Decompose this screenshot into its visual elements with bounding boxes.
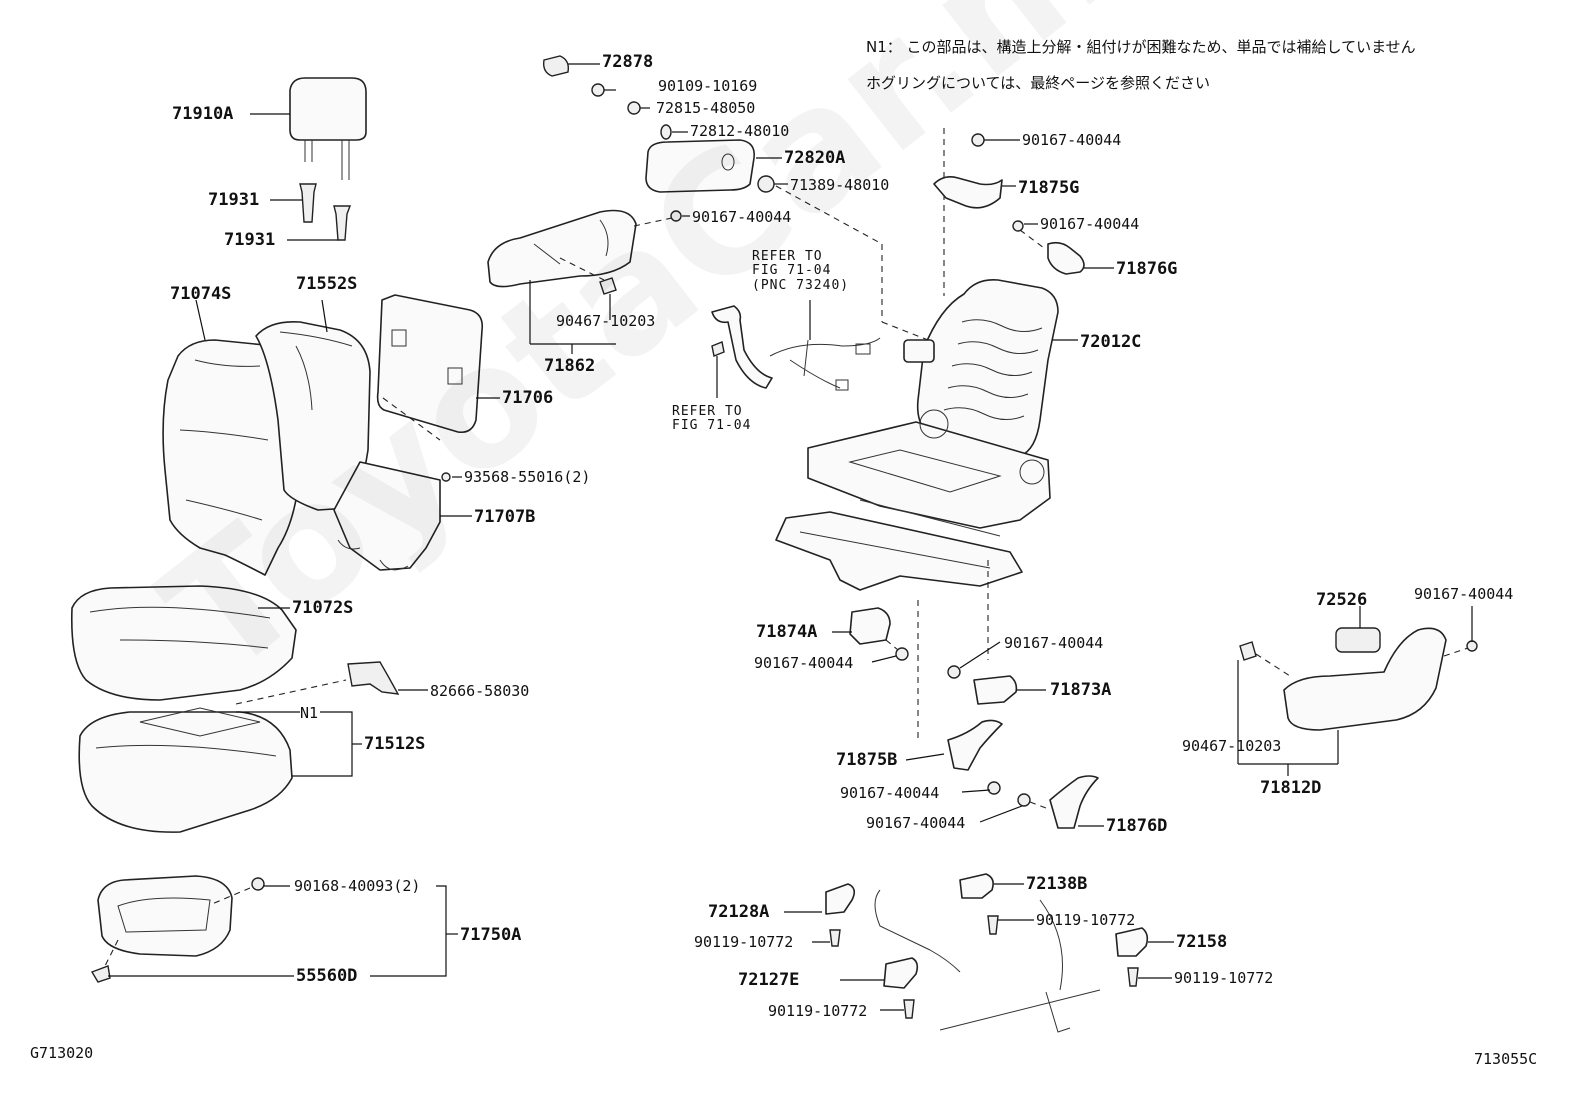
refer-line: FIG 71-04 xyxy=(752,263,832,279)
part-label-90167-40044[interactable]: 90167-40044 xyxy=(1040,215,1140,233)
under-seat-tray xyxy=(97,875,233,957)
cushion-cover xyxy=(70,585,297,701)
part-label-71876G[interactable]: 71876G xyxy=(1116,259,1178,279)
part-label-72878[interactable]: 72878 xyxy=(602,52,654,72)
part-label-72127E[interactable]: 72127E xyxy=(738,970,800,990)
refer-fig-71-04-pnc: REFER TO FIG 71-04 (PNC 73240) xyxy=(752,249,850,293)
part-label-71072S[interactable]: 71072S xyxy=(292,598,354,618)
part-label-71875B[interactable]: 71875B xyxy=(836,750,898,770)
part-label-N1: N1 xyxy=(300,704,319,722)
part-label-71074S[interactable]: 71074S xyxy=(170,284,232,304)
seat-belt-buckle xyxy=(711,305,881,391)
part-label-90167-40044[interactable]: 90167-40044 xyxy=(1414,585,1514,603)
recliner-knob-72878 xyxy=(542,55,570,77)
figure-code-right: 713055C xyxy=(1474,1050,1538,1068)
part-label-90119-10772[interactable]: 90119-10772 xyxy=(1036,911,1136,929)
part-label-71862[interactable]: 71862 xyxy=(544,356,596,376)
side-shield-71862 xyxy=(487,209,637,288)
part-label-72138B[interactable]: 72138B xyxy=(1026,874,1088,894)
part-label-90167-40044[interactable]: 90167-40044 xyxy=(840,784,940,802)
part-label-90467-10203[interactable]: 90467-10203 xyxy=(1182,737,1282,755)
connector-82666 xyxy=(347,661,400,695)
part-label-90168-40093[interactable]: 90168-40093(2) xyxy=(294,877,421,895)
refer-line: REFER TO xyxy=(672,404,743,419)
armrest-72820A xyxy=(645,139,756,193)
seatback-board xyxy=(376,294,484,434)
part-label-90167-40044[interactable]: 90167-40044 xyxy=(1022,131,1122,149)
headrest xyxy=(289,77,367,180)
part-label-90167-40044[interactable]: 90167-40044 xyxy=(754,654,854,672)
part-label-71389-48010[interactable]: 71389-48010 xyxy=(790,176,890,194)
part-label-71931[interactable]: 71931 xyxy=(208,190,260,210)
seat-frame-72012C xyxy=(775,278,1059,591)
part-label-71873A[interactable]: 71873A xyxy=(1050,680,1112,700)
part-label-93568-55016[interactable]: 93568-55016(2) xyxy=(464,468,591,486)
part-label-71552S[interactable]: 71552S xyxy=(296,274,358,294)
part-label-72012C[interactable]: 72012C xyxy=(1080,332,1142,352)
note-hog-ring: ホグリングについては、最終ページを参照ください xyxy=(866,74,1210,92)
part-label-90109-10169[interactable]: 90109-10169 xyxy=(658,77,758,95)
part-label-71512S[interactable]: 71512S xyxy=(364,734,426,754)
part-label-82666-58030[interactable]: 82666-58030 xyxy=(430,682,530,700)
part-label-90167-40044[interactable]: 90167-40044 xyxy=(866,814,966,832)
part-label-71910A[interactable]: 71910A xyxy=(172,104,234,124)
part-label-72128A[interactable]: 72128A xyxy=(708,902,770,922)
part-label-71750A[interactable]: 71750A xyxy=(460,925,522,945)
part-label-71812D[interactable]: 71812D xyxy=(1260,778,1322,798)
part-label-71876D[interactable]: 71876D xyxy=(1106,816,1168,836)
refer-line: (PNC 73240) xyxy=(752,277,850,293)
part-label-55560D[interactable]: 55560D xyxy=(296,966,358,986)
part-label-90119-10772[interactable]: 90119-10772 xyxy=(694,933,794,951)
part-label-71707B[interactable]: 71707B xyxy=(474,507,536,527)
note-n1: N1： この部品は、構造上分解・組付けが困難なため、単品では補給していません xyxy=(866,38,1416,56)
part-label-71875G[interactable]: 71875G xyxy=(1018,178,1080,198)
part-label-90467-10203[interactable]: 90467-10203 xyxy=(556,312,656,330)
part-label-90119-10772[interactable]: 90119-10772 xyxy=(768,1002,868,1020)
part-label-90167-40044[interactable]: 90167-40044 xyxy=(1004,634,1104,652)
part-label-71931[interactable]: 71931 xyxy=(224,230,276,250)
part-label-71706[interactable]: 71706 xyxy=(502,388,554,408)
part-label-72820A[interactable]: 72820A xyxy=(784,148,846,168)
part-label-71874A[interactable]: 71874A xyxy=(756,622,818,642)
part-label-90167-40044[interactable]: 90167-40044 xyxy=(692,208,792,226)
part-label-72526[interactable]: 72526 xyxy=(1316,590,1368,610)
figure-code-left: G713020 xyxy=(30,1044,94,1062)
part-label-72815-48050[interactable]: 72815-48050 xyxy=(656,99,756,117)
refer-line: REFER TO xyxy=(752,249,823,264)
headrest-support-lower xyxy=(333,205,352,241)
refer-fig-71-04: REFER TO FIG 71-04 xyxy=(672,404,752,434)
part-label-90119-10772[interactable]: 90119-10772 xyxy=(1174,969,1274,987)
cushion-pad xyxy=(78,707,293,833)
seatback-lower-board xyxy=(333,461,441,571)
part-label-72158[interactable]: 72158 xyxy=(1176,932,1228,952)
part-label-72812-48010[interactable]: 72812-48010 xyxy=(690,122,790,140)
side-shield-71812D xyxy=(1283,627,1447,731)
headrest-support-upper xyxy=(299,183,317,223)
refer-line: FIG 71-04 xyxy=(672,418,752,434)
